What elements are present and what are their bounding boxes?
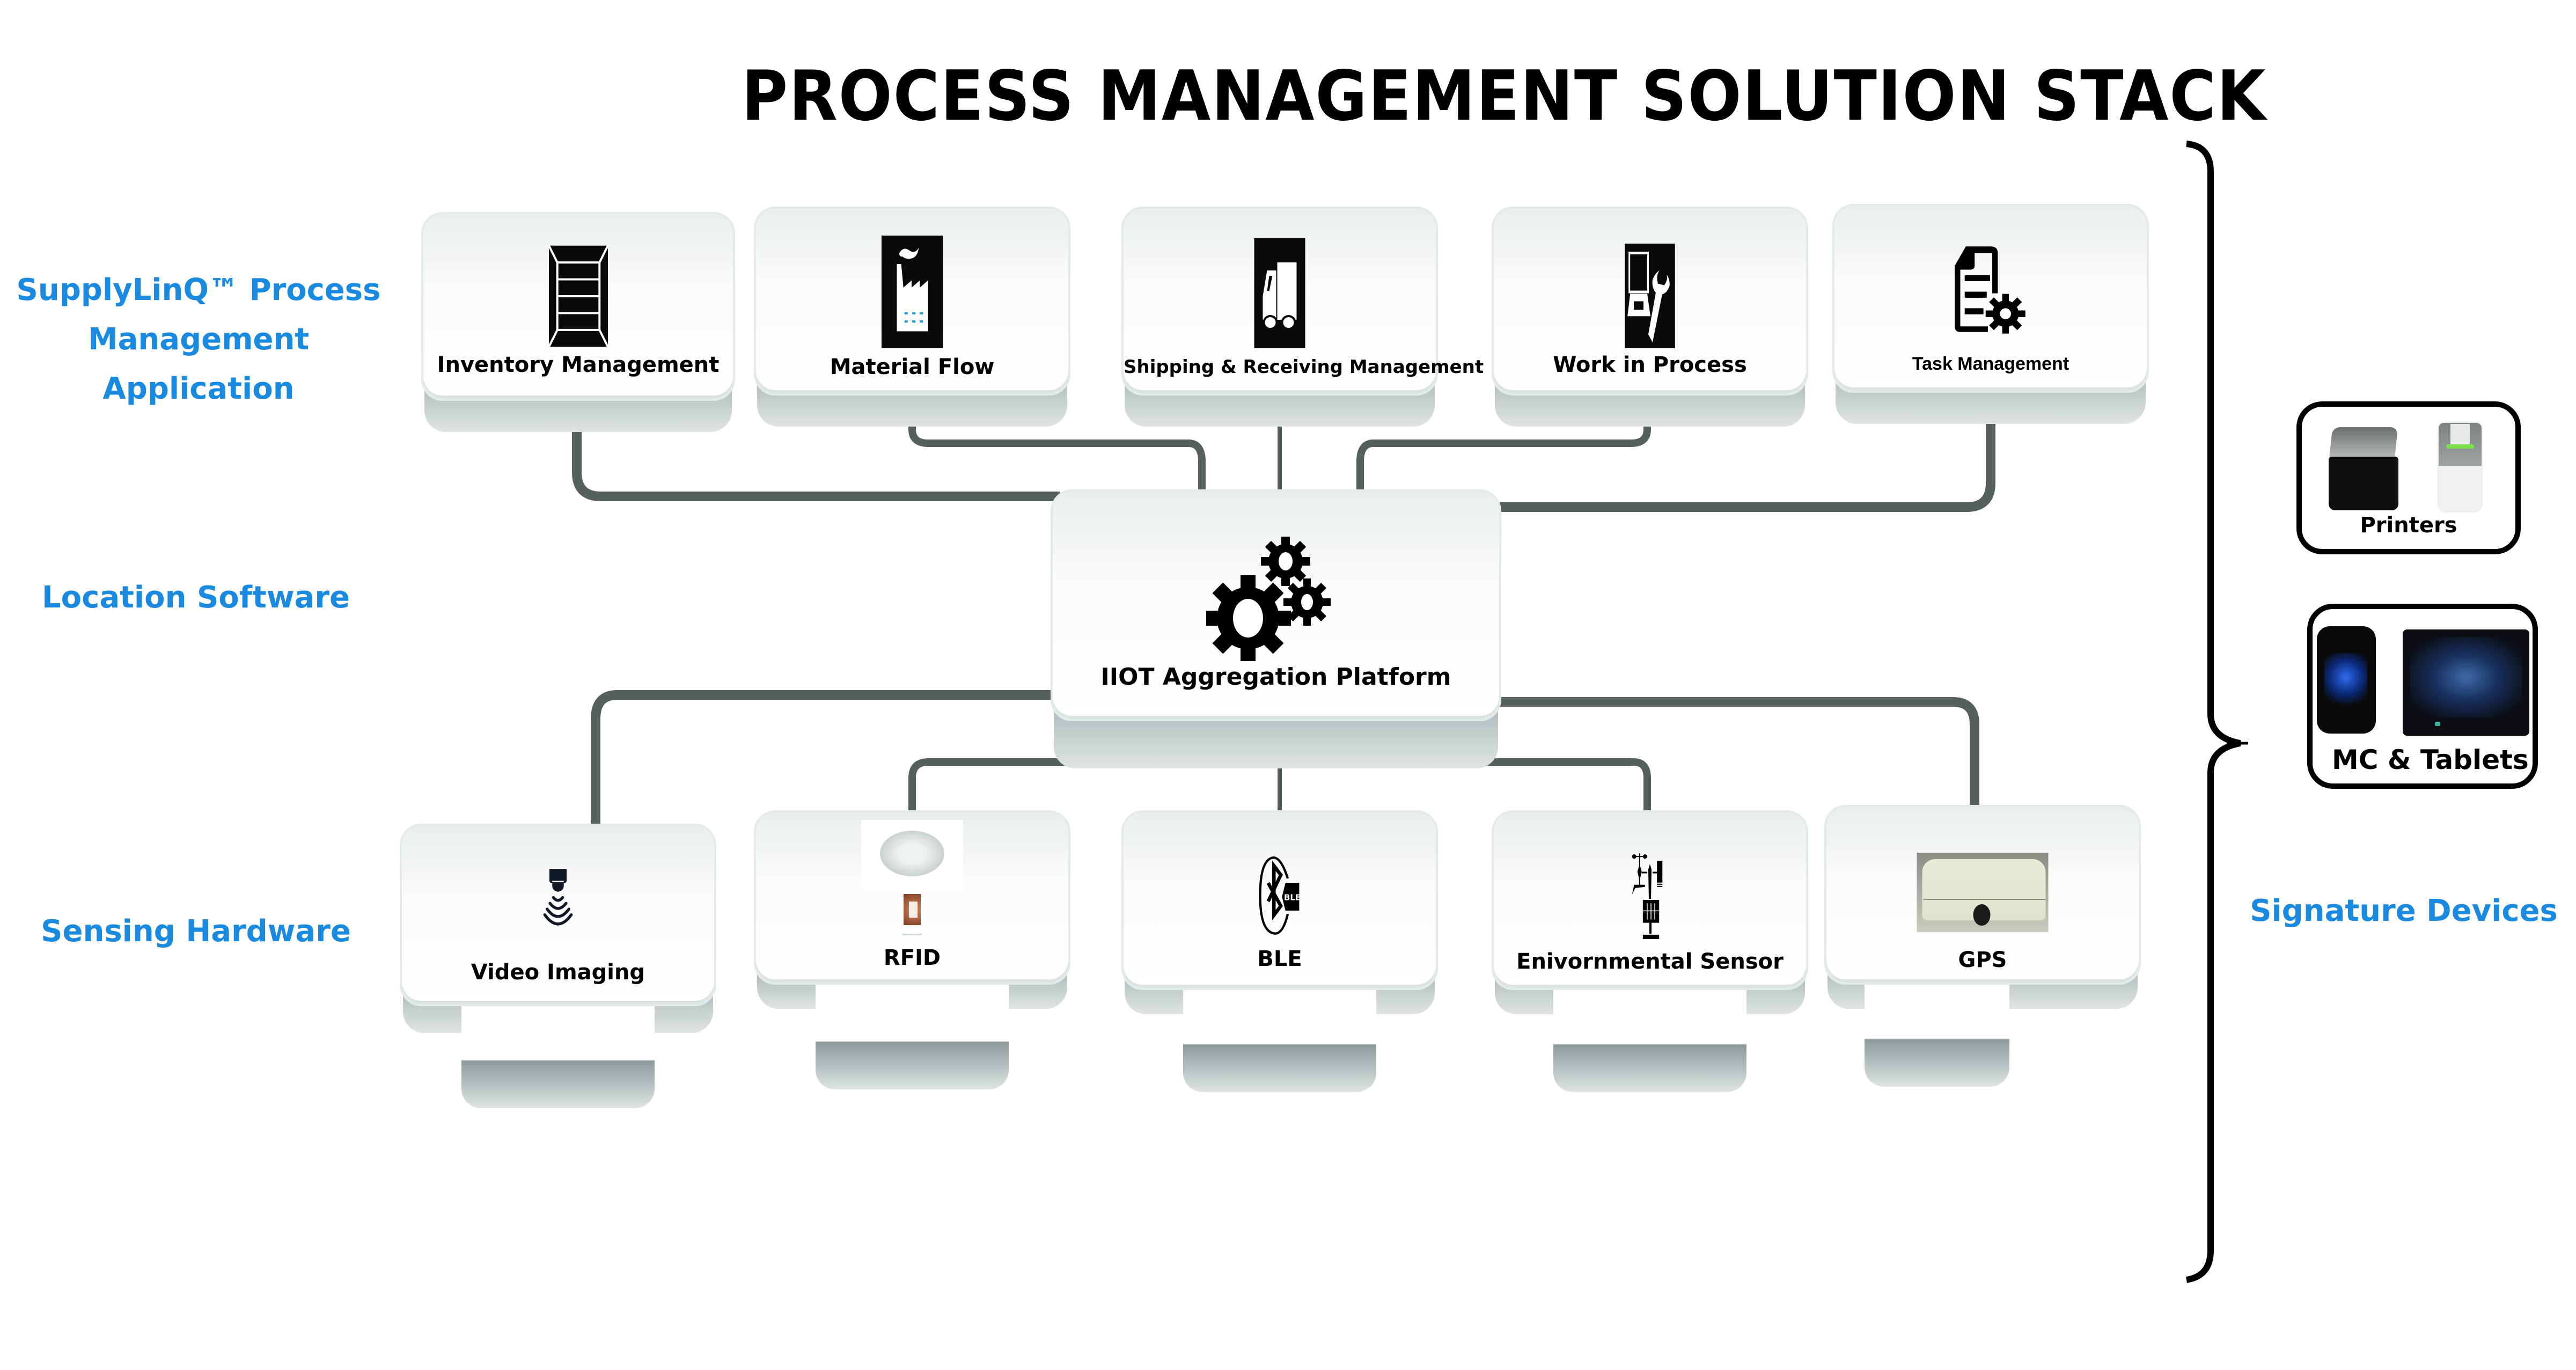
card-tab bbox=[461, 1001, 655, 1108]
bluetooth-ble-icon: BLE bbox=[1259, 856, 1301, 935]
document-gear-icon bbox=[1955, 246, 2025, 334]
gps-device-image bbox=[1917, 853, 2049, 932]
wire-inventory bbox=[572, 408, 1060, 501]
wire-material bbox=[908, 408, 1206, 491]
factory-icon bbox=[881, 236, 943, 348]
shelving-icon bbox=[548, 245, 608, 347]
layer-label-sensing: Sensing Hardware bbox=[41, 914, 351, 949]
curly-brace bbox=[2185, 141, 2241, 1283]
weather-station-icon bbox=[1632, 853, 1663, 939]
tablet-image bbox=[2403, 629, 2529, 736]
layer-label-application: SupplyLinQ™ Process Management Applicati… bbox=[0, 266, 397, 414]
app-card-inventory[interactable]: Inventory Management bbox=[421, 212, 735, 437]
app-label-task-management: Task Management bbox=[1912, 354, 2069, 374]
device-label-printers: Printers bbox=[2360, 513, 2457, 538]
card-tab bbox=[1553, 985, 1746, 1092]
rfid-tag-image bbox=[902, 893, 922, 935]
app-label-work-in-process: Work in Process bbox=[1553, 353, 1747, 377]
wire-work bbox=[1356, 408, 1651, 491]
laptop-wrench-icon bbox=[1625, 244, 1675, 348]
sensor-label-video-imaging: Video Imaging bbox=[471, 960, 645, 985]
sensor-card-rfid[interactable]: RFID bbox=[754, 810, 1070, 1089]
wire-task bbox=[1500, 408, 1995, 512]
app-card-shipping-receiving[interactable]: Shipping & Receiving Management bbox=[1121, 207, 1484, 432]
device-label-mc-tablets: MC & Tablets bbox=[2332, 744, 2529, 775]
page-title: PROCESS MANAGEMENT SOLUTION STACK bbox=[742, 56, 2267, 136]
sensor-label-ble: BLE bbox=[1257, 947, 1302, 971]
wristband-printer-image bbox=[2439, 423, 2482, 511]
layer-label-signature: Signature Devices bbox=[2250, 893, 2558, 928]
camera-signal-icon bbox=[543, 869, 573, 926]
device-card-printers[interactable]: Printers bbox=[2296, 401, 2521, 554]
layer-label-application-line2: Management Application bbox=[87, 322, 310, 406]
app-label-inventory: Inventory Management bbox=[437, 353, 720, 377]
sensor-card-video-imaging[interactable]: Video Imaging bbox=[400, 824, 716, 1108]
platform-label: IIOT Aggregation Platform bbox=[1100, 663, 1451, 691]
app-card-task-management[interactable]: Task Management bbox=[1832, 204, 2149, 429]
gears-icon bbox=[1206, 537, 1331, 661]
sensor-card-gps[interactable]: GPS bbox=[1824, 805, 2141, 1087]
card-tab bbox=[1183, 985, 1376, 1092]
layer-label-location: Location Software bbox=[42, 580, 350, 615]
wire-video bbox=[591, 690, 1051, 824]
app-label-shipping-receiving: Shipping & Receiving Management bbox=[1124, 356, 1484, 378]
mobile-computer-image bbox=[2317, 626, 2376, 734]
card-tab bbox=[816, 982, 1009, 1089]
device-card-mc-tablets[interactable]: MC & Tablets bbox=[2307, 604, 2538, 789]
truck-icon bbox=[1254, 238, 1305, 348]
app-label-material-flow: Material Flow bbox=[830, 355, 995, 379]
card-tab bbox=[1865, 979, 2009, 1087]
app-card-work-in-process[interactable]: Work in Process bbox=[1492, 207, 1808, 432]
sensor-card-environmental[interactable]: Enivornmental Sensor bbox=[1492, 810, 1808, 1092]
sensor-label-environmental: Enivornmental Sensor bbox=[1516, 949, 1784, 974]
printers-icon bbox=[2329, 427, 2398, 510]
wire-gps bbox=[1500, 697, 1979, 805]
ble-badge-text: BLE bbox=[1284, 893, 1301, 903]
platform-card-iiot[interactable]: IIOT Aggregation Platform bbox=[1051, 489, 1501, 779]
sensor-card-ble[interactable]: BLE BLE bbox=[1121, 810, 1438, 1092]
sensor-label-rfid: RFID bbox=[883, 946, 941, 970]
sensor-label-gps: GPS bbox=[1958, 948, 2007, 972]
rfid-reader-image bbox=[861, 820, 963, 890]
app-card-material-flow[interactable]: Material Flow bbox=[754, 207, 1070, 432]
layer-label-application-line1: SupplyLinQ™ Process bbox=[16, 273, 381, 307]
